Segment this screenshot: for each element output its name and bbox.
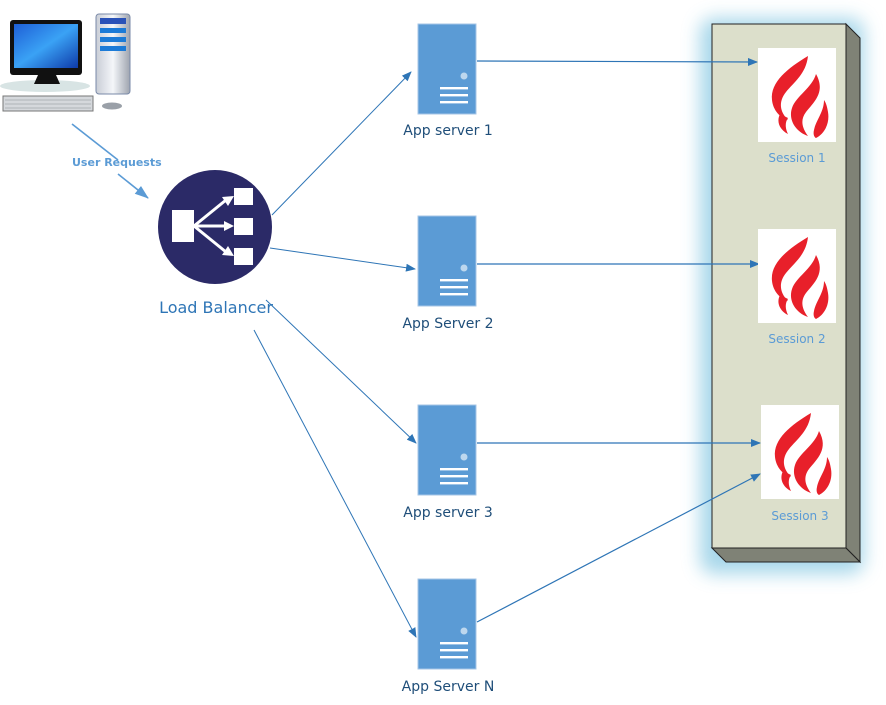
session-connections bbox=[476, 57, 761, 623]
lb-connections bbox=[253, 71, 417, 638]
load-balancer-icon bbox=[158, 170, 272, 284]
arrow-sn-sess3 bbox=[476, 473, 761, 623]
session-label-2: Session 2 bbox=[768, 332, 825, 346]
server-label-n: App Server N bbox=[402, 679, 495, 695]
user-requests-label: User Requests bbox=[72, 156, 162, 169]
session-2-flame-icon bbox=[758, 229, 836, 323]
server-label-2: App Server 2 bbox=[402, 316, 493, 332]
server-label-1: App server 1 bbox=[403, 123, 492, 139]
store-bottom-face bbox=[710, 547, 862, 563]
app-server-1 bbox=[417, 23, 477, 115]
desktop-computer-icon bbox=[0, 13, 131, 112]
arrow-client-lb-2 bbox=[117, 173, 149, 199]
arrow-client-lb-1 bbox=[71, 123, 119, 161]
session-label-1: Session 1 bbox=[768, 151, 825, 165]
session-1-flame-icon bbox=[758, 48, 836, 142]
server-label-3: App server 3 bbox=[403, 505, 492, 521]
app-server-2 bbox=[417, 215, 477, 307]
store-side-face bbox=[845, 22, 861, 564]
load-balancer-label: Load Balancer bbox=[159, 298, 273, 317]
session-label-3: Session 3 bbox=[771, 509, 828, 523]
app-server-3 bbox=[417, 404, 477, 496]
arrow-lb-s1 bbox=[271, 71, 412, 216]
session-3-flame-icon bbox=[761, 405, 839, 499]
arrow-lb-s2 bbox=[269, 247, 416, 272]
arrow-lb-s3 bbox=[265, 299, 417, 444]
arrow-s1-sess1 bbox=[476, 57, 758, 66]
arrow-lb-sn bbox=[253, 329, 417, 638]
app-server-n bbox=[417, 578, 477, 670]
